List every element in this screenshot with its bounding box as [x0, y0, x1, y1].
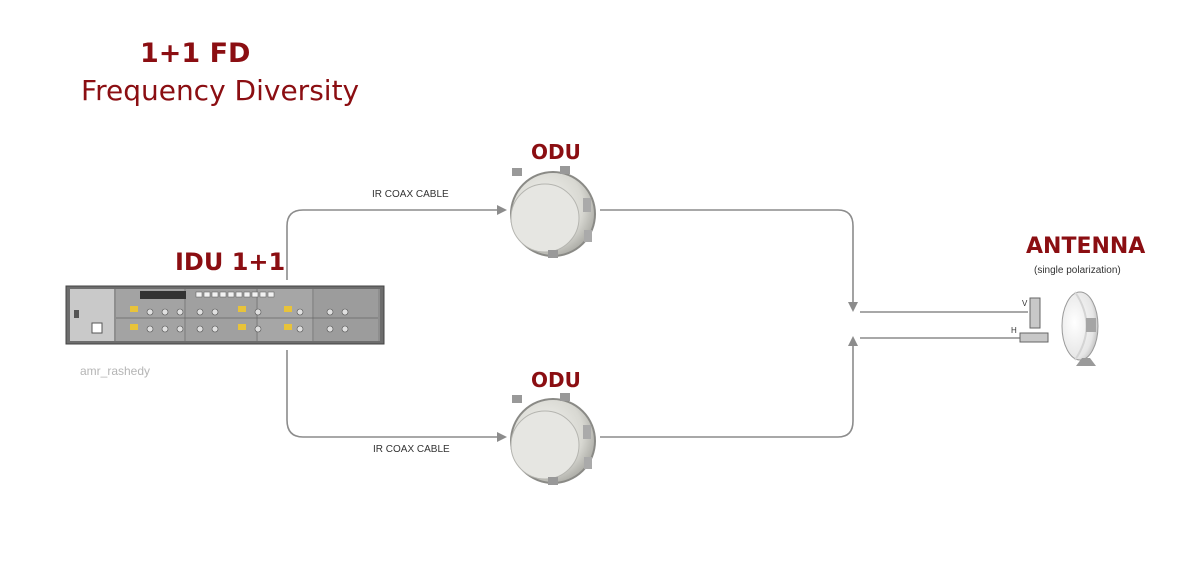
idu-label: IDU 1+1 — [175, 248, 286, 276]
polarization-h-label: H — [1011, 326, 1017, 335]
diagram-subtitle: Frequency Diversity — [81, 74, 360, 107]
antenna-sublabel: (single polarization) — [1034, 265, 1121, 276]
cable-top-line — [286, 205, 507, 280]
odu-bottom-unit — [510, 393, 596, 485]
cable-bottom-label: IR COAX CABLE — [373, 444, 450, 455]
odu-bottom-to-combiner-line — [600, 336, 858, 438]
cable-top-label: IR COAX CABLE — [372, 189, 449, 200]
diagram-title: 1+1 FD — [140, 38, 251, 69]
antenna-label: ANTENNA — [1026, 234, 1146, 259]
polarization-v-label: V — [1022, 299, 1028, 308]
odu-top-unit — [510, 166, 596, 258]
odu-bottom-label: ODU — [531, 368, 581, 392]
cable-bottom-line — [286, 350, 507, 442]
feed-h-block — [1019, 332, 1049, 343]
feed-v-block — [1029, 297, 1041, 329]
odu-top-label: ODU — [531, 140, 581, 164]
watermark-text: amr_rashedy — [80, 364, 151, 378]
odu-top-to-combiner-line — [600, 209, 858, 312]
antenna-dish — [1061, 291, 1099, 366]
idu-chassis — [65, 285, 385, 345]
